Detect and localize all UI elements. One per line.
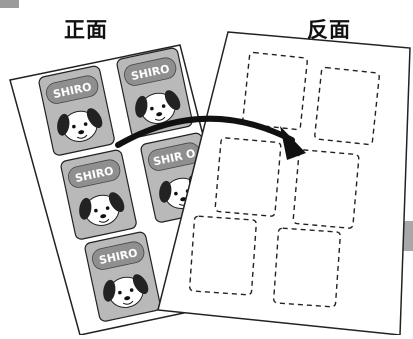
sticker-card: SHIRO <box>84 231 161 322</box>
dog-face-icon <box>79 192 125 226</box>
corner-tab <box>0 0 19 8</box>
flip-arrow-shaft <box>115 115 295 148</box>
name-badge <box>124 57 177 86</box>
cut-outline <box>273 227 341 308</box>
cut-outline <box>189 215 257 296</box>
back-sheet-paper <box>157 31 411 336</box>
sticker-card: SHIRO <box>38 65 115 156</box>
back-sheet <box>157 31 411 336</box>
sticker-card: SHIRO <box>60 149 137 240</box>
name-badge <box>68 159 121 188</box>
sticker-card: SHIRO <box>116 47 193 138</box>
cut-outline <box>214 137 282 217</box>
dog-face-icon <box>57 108 103 142</box>
front-side-heading: 正面 <box>64 18 108 42</box>
name-badge <box>46 75 99 104</box>
back-side-heading: 反面 <box>307 18 351 42</box>
flip-arrow <box>115 115 306 160</box>
cut-outline <box>292 149 360 229</box>
back-cut-outlines <box>189 51 380 308</box>
name-badge <box>92 241 145 270</box>
flip-arrow-head <box>280 126 306 160</box>
dog-face-icon <box>135 90 181 124</box>
dog-face-icon <box>103 274 149 308</box>
